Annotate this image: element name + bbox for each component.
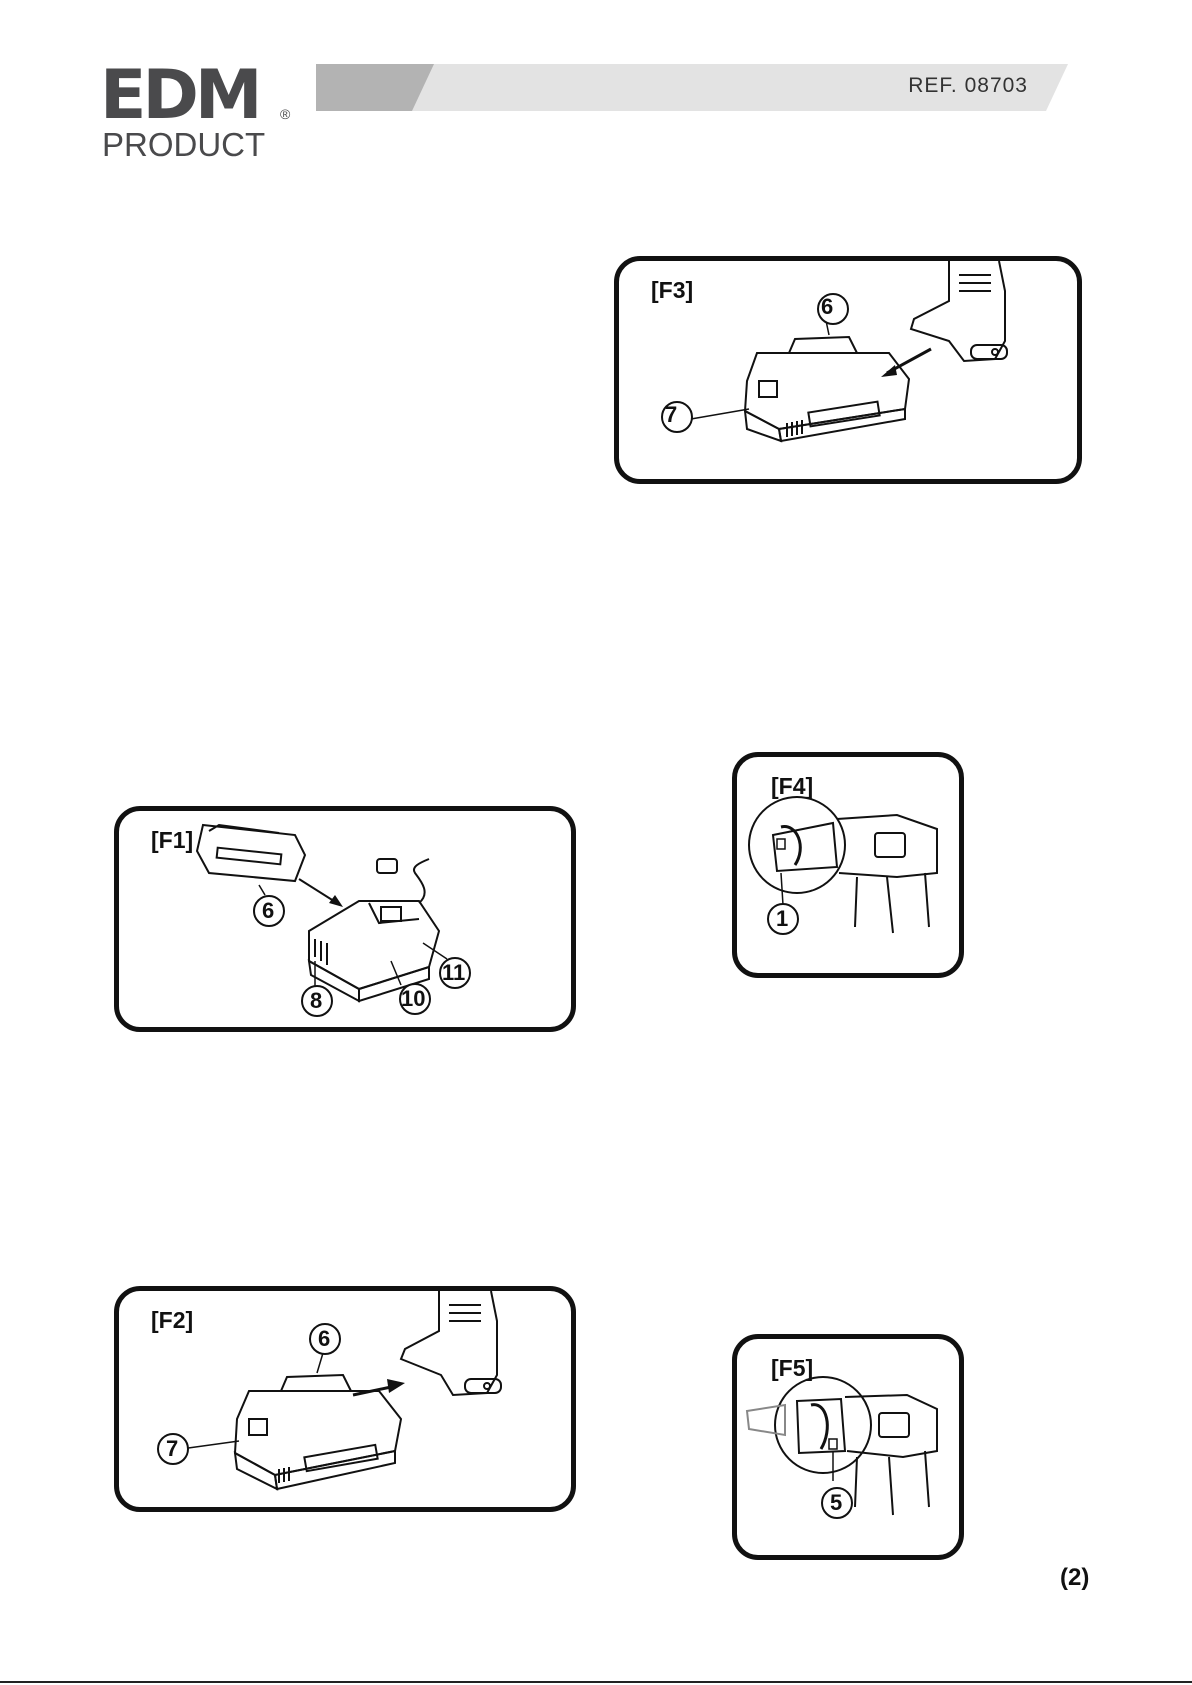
figure-f5: [F5] 5 bbox=[732, 1334, 964, 1560]
drill-chuck-illustration bbox=[737, 757, 959, 973]
callout-7: 7 bbox=[665, 402, 677, 428]
callout-5: 5 bbox=[830, 1490, 842, 1516]
figure-f4: [F4] 1 bbox=[732, 752, 964, 978]
figure-f3: [F3] 6 7 bbox=[614, 256, 1082, 484]
registered-mark: ® bbox=[280, 106, 290, 122]
figure-f2: [F2] 6 7 bbox=[114, 1286, 576, 1512]
logo-product-text: PRODUCT bbox=[102, 128, 265, 162]
callout-1: 1 bbox=[776, 906, 788, 932]
callout-11: 11 bbox=[442, 960, 465, 986]
page-number: (2) bbox=[1060, 1564, 1089, 1592]
edm-logo: EDM ® PRODUCT bbox=[100, 62, 300, 162]
drill-torque-illustration bbox=[737, 1339, 959, 1555]
battery-charger-illustration bbox=[119, 811, 571, 1027]
callout-8: 8 bbox=[310, 988, 322, 1014]
callout-6: 6 bbox=[318, 1326, 330, 1352]
callout-6: 6 bbox=[821, 294, 833, 320]
reference-number: REF. 08703 bbox=[908, 74, 1028, 98]
figure-f1: [F1] 6 8 10 11 bbox=[114, 806, 576, 1032]
logo-wordmark: EDM bbox=[100, 62, 259, 130]
callout-7: 7 bbox=[166, 1436, 178, 1462]
callout-6: 6 bbox=[262, 898, 274, 924]
battery-drill-illustration bbox=[119, 1291, 571, 1507]
bottom-rule bbox=[0, 1681, 1192, 1683]
callout-10: 10 bbox=[401, 986, 425, 1012]
battery-drill-illustration bbox=[619, 261, 1077, 479]
